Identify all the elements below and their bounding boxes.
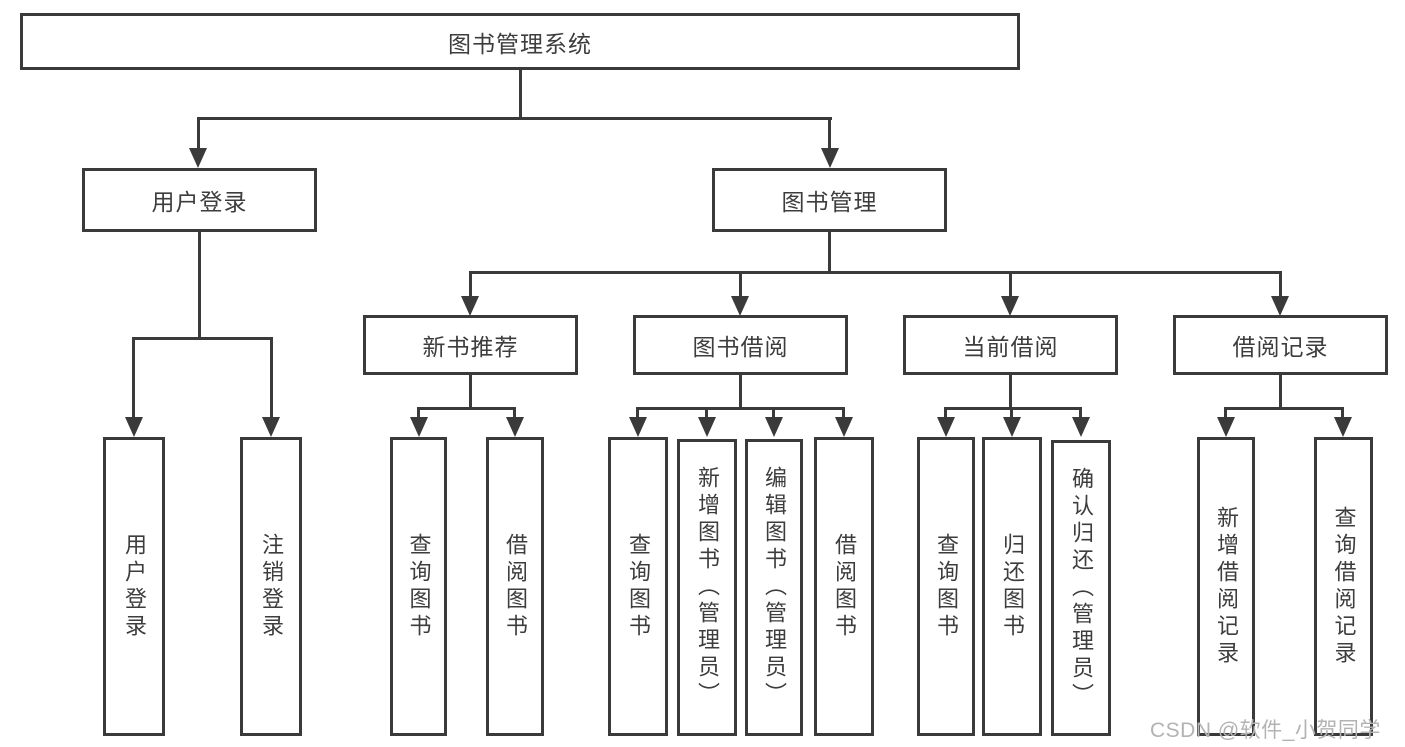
connector-drop-leaf-logout [270, 337, 273, 419]
connector-group3-bar [944, 407, 1082, 410]
connector-group1-stem [469, 375, 472, 408]
connector-user-login-stem [198, 232, 201, 338]
connector-book-management-stem [828, 232, 831, 273]
connector-group1-bar [417, 407, 516, 410]
leaf-user-login-label: 用户登录 [122, 532, 147, 641]
connector-drop [417, 407, 420, 421]
arrow-down-icon [698, 417, 716, 437]
leaf-query-books-recommend: 查询图书 [390, 437, 447, 736]
arrow-down-icon [262, 417, 280, 437]
node-book-borrowing-label: 图书借阅 [692, 334, 789, 360]
connector-book-management-bar [469, 271, 1282, 274]
leaf-query-books-current: 查询图书 [917, 437, 975, 736]
connector-drop-user-login [197, 117, 200, 150]
leaf-logout-label: 注销登录 [259, 532, 284, 641]
arrow-down-icon [937, 417, 955, 437]
connector-drop-borrowing-records [1279, 271, 1282, 298]
arrow-down-icon [1072, 417, 1090, 437]
leaf-borrow-books-recommend-label: 借阅图书 [503, 532, 528, 641]
arrow-down-icon [461, 296, 479, 316]
arrow-down-icon [1001, 296, 1019, 316]
csdn-watermark: CSDN @软件_小贺同学 [1150, 719, 1381, 742]
connector-group4-stem [1279, 375, 1282, 408]
leaf-query-books-borrow: 查询图书 [608, 437, 668, 736]
arrow-down-icon [506, 417, 524, 437]
connector-drop [1010, 407, 1013, 421]
arrow-down-icon [410, 417, 428, 437]
leaf-query-books-borrow-label: 查询图书 [626, 532, 651, 641]
connector-group2-bar [636, 407, 845, 410]
leaf-borrow-books-borrow-label: 借阅图书 [832, 532, 857, 641]
connector-drop [1224, 407, 1227, 421]
connector-drop [1079, 407, 1082, 421]
leaf-borrow-books-recommend: 借阅图书 [486, 437, 544, 736]
connector-drop-new-book [469, 271, 472, 298]
connector-drop [705, 407, 708, 421]
arrow-down-icon [629, 417, 647, 437]
leaf-return-books: 归还图书 [982, 437, 1042, 736]
leaf-edit-book-admin-label: 编辑图书（管理员） [762, 466, 787, 709]
leaf-edit-book-admin: 编辑图书（管理员） [745, 439, 803, 736]
connector-group4-bar [1224, 407, 1344, 410]
leaf-confirm-return-admin-label: 确认归还（管理员） [1069, 466, 1094, 710]
leaf-query-borrow-record-label: 查询借阅记录 [1331, 505, 1357, 668]
leaf-query-books-current-label: 查询图书 [934, 532, 959, 641]
leaf-borrow-books-borrow: 借阅图书 [814, 437, 874, 736]
arrow-down-icon [1217, 417, 1235, 437]
arrow-down-icon [189, 148, 207, 168]
connector-drop [842, 407, 845, 421]
connector-user-login-bar [133, 337, 273, 340]
leaf-query-books-recommend-label: 查询图书 [406, 532, 432, 641]
connector-drop-book-borrowing [739, 271, 742, 298]
leaf-add-borrow-record-label: 新增借阅记录 [1214, 505, 1239, 668]
connector-drop [513, 407, 516, 421]
connector-root-stem [519, 68, 522, 118]
leaf-user-login: 用户登录 [103, 437, 165, 736]
node-book-borrowing: 图书借阅 [633, 315, 848, 375]
node-book-management-label: 图书管理 [781, 189, 878, 215]
leaf-add-book-admin-label: 新增图书（管理员） [695, 466, 720, 709]
node-user-login-label: 用户登录 [151, 189, 248, 215]
leaf-return-books-label: 归还图书 [1000, 532, 1025, 641]
node-book-management: 图书管理 [712, 168, 947, 232]
node-root-label: 图书管理系统 [448, 30, 592, 57]
node-borrowing-records-label: 借阅记录 [1232, 334, 1329, 360]
connector-group2-stem [739, 375, 742, 408]
arrow-down-icon [1334, 417, 1352, 437]
connector-drop-book-management [828, 117, 831, 150]
arrow-down-icon [125, 417, 143, 437]
node-borrowing-records: 借阅记录 [1173, 315, 1388, 375]
leaf-add-borrow-record: 新增借阅记录 [1197, 437, 1255, 736]
arrow-down-icon [765, 417, 783, 437]
connector-drop [944, 407, 947, 421]
node-new-book-recommendation-label: 新书推荐 [422, 334, 519, 360]
node-current-borrowing: 当前借阅 [903, 315, 1118, 375]
connector-drop-leaf-user-login [132, 337, 135, 419]
arrow-down-icon [835, 417, 853, 437]
leaf-add-book-admin: 新增图书（管理员） [677, 439, 737, 736]
leaf-logout: 注销登录 [240, 437, 302, 736]
arrow-down-icon [1271, 296, 1289, 316]
arrow-down-icon [731, 296, 749, 316]
node-new-book-recommendation: 新书推荐 [363, 315, 578, 375]
leaf-confirm-return-admin: 确认归还（管理员） [1051, 440, 1111, 736]
connector-root-bar [197, 117, 832, 120]
connector-drop [772, 407, 775, 421]
connector-drop [1341, 407, 1344, 421]
arrow-down-icon [821, 148, 839, 168]
node-current-borrowing-label: 当前借阅 [962, 334, 1059, 360]
node-root: 图书管理系统 [20, 13, 1020, 70]
node-user-login: 用户登录 [82, 168, 317, 232]
connector-drop-current-borrowing [1009, 271, 1012, 298]
arrow-down-icon [1003, 417, 1021, 437]
connector-group3-stem [1009, 375, 1012, 408]
connector-drop [636, 407, 639, 421]
leaf-query-borrow-record: 查询借阅记录 [1314, 437, 1373, 736]
